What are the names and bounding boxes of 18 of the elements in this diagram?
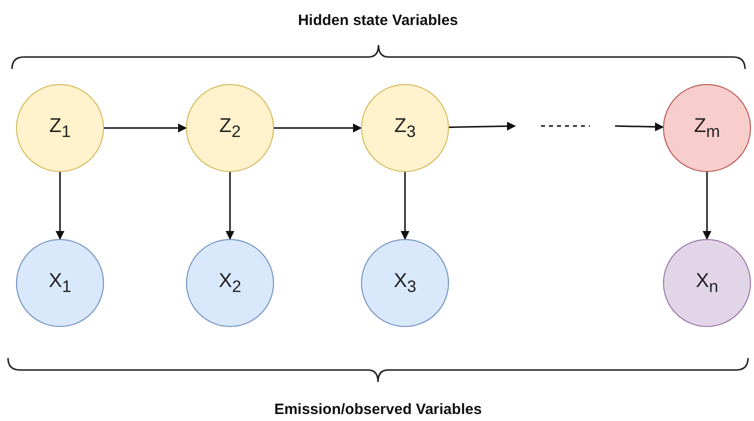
- node-label: X$_{1}$: [48, 270, 72, 296]
- node-label: X$_{2}$: [218, 270, 242, 296]
- node-label: X$_{n}$: [696, 270, 718, 296]
- group-label: Emission/observed Variables: [274, 401, 482, 418]
- arrow: [274, 124, 362, 132]
- node-label: X$_{3}$: [394, 270, 416, 296]
- arrow: [226, 172, 234, 240]
- group-label: Hidden state Variables: [298, 12, 458, 29]
- node-label: Z$_{1}$: [49, 114, 71, 142]
- arrow: [448, 122, 516, 131]
- arrow: [400, 172, 410, 240]
- arrow: [56, 172, 64, 240]
- arrow: [104, 124, 187, 132]
- node-label: Z$_{3}$: [394, 114, 416, 142]
- arrow: [614, 122, 664, 132]
- arrow: [702, 172, 712, 240]
- node-label: Z$_{m}$: [694, 114, 720, 142]
- node-label: Z$_{2}$: [219, 114, 241, 142]
